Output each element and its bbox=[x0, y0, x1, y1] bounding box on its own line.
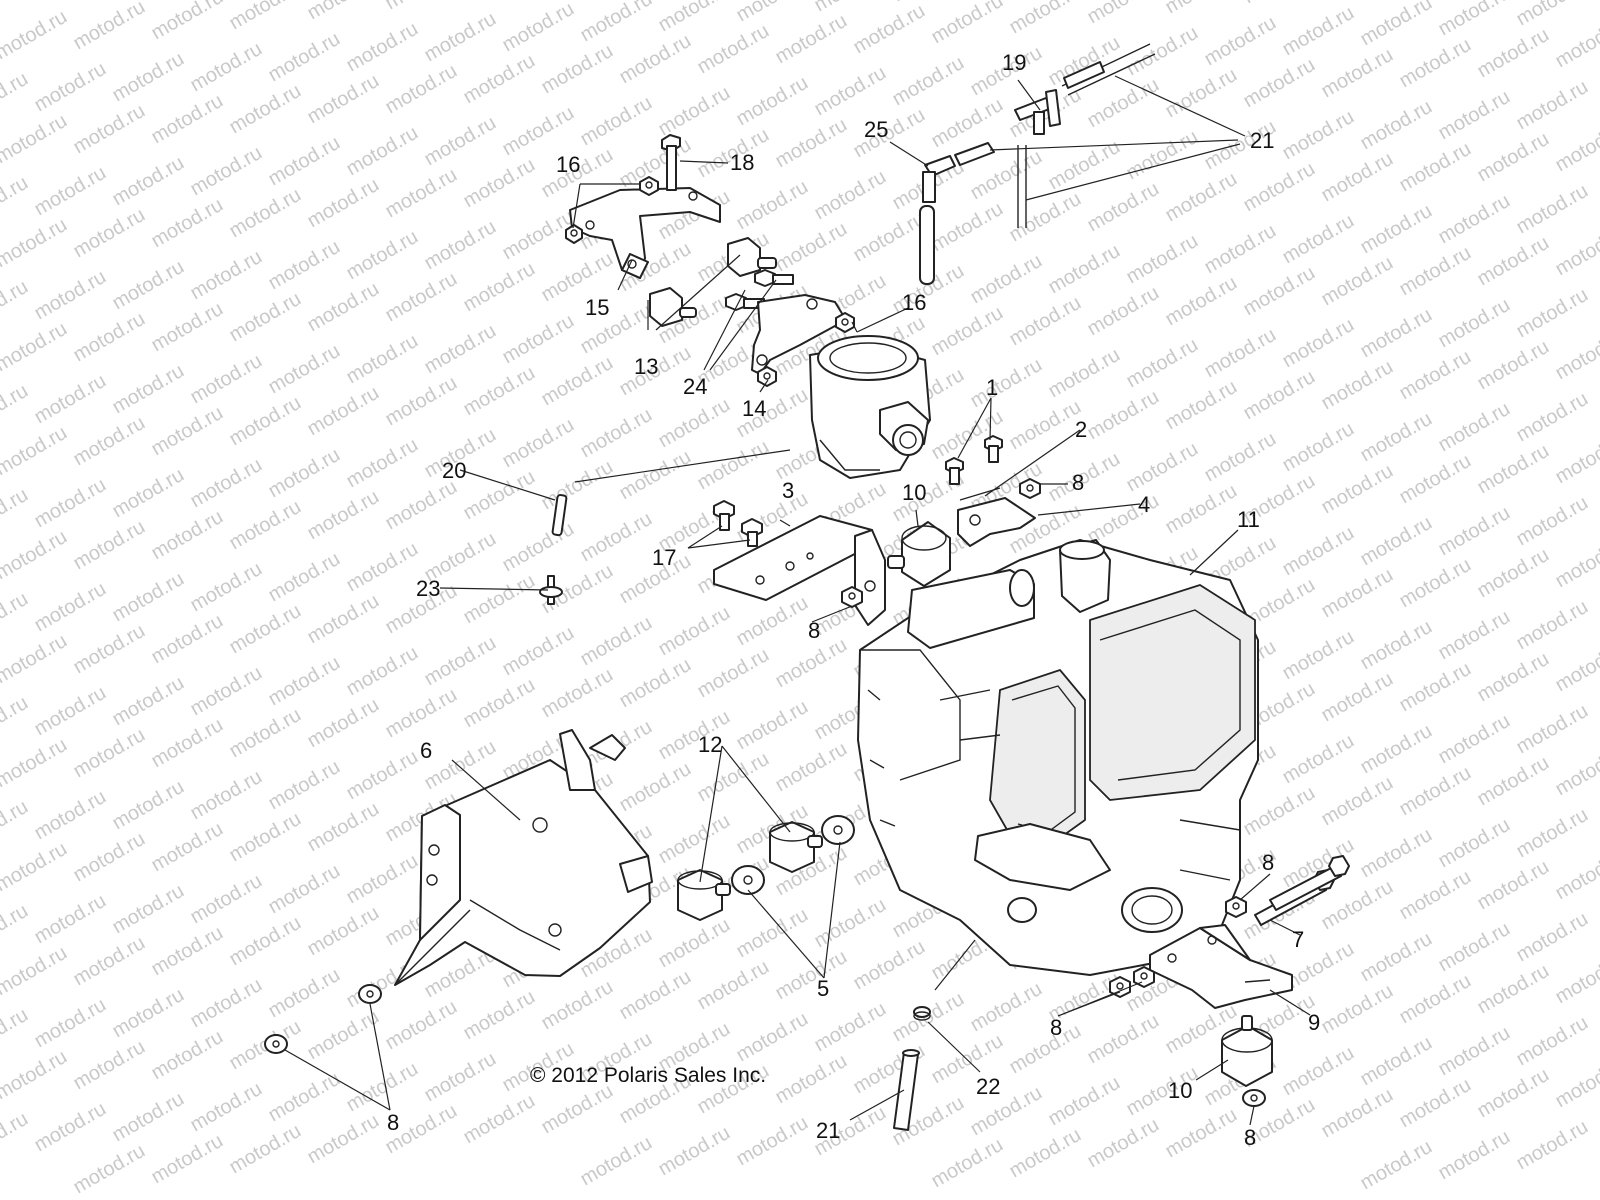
callout-23: 23 bbox=[416, 576, 440, 601]
hose-icon bbox=[919, 142, 995, 285]
callout-8f: 8 bbox=[387, 1110, 399, 1135]
callout-13: 13 bbox=[634, 354, 658, 379]
part-large-bracket bbox=[394, 729, 653, 986]
callout-11: 11 bbox=[1237, 507, 1260, 532]
callout-10a: 10 bbox=[902, 480, 926, 505]
mount-icon-10a bbox=[887, 521, 951, 587]
copyright-text: © 2012 Polaris Sales Inc. bbox=[530, 1064, 766, 1087]
callout-18: 18 bbox=[730, 150, 754, 175]
bushing-icon-13a bbox=[727, 237, 777, 277]
callout-10b: 10 bbox=[1168, 1078, 1192, 1103]
hose-line-21-top bbox=[1017, 43, 1156, 228]
parts-drawing bbox=[264, 43, 1350, 1131]
mount-icon-12b bbox=[769, 821, 823, 873]
bolt-icon-17b bbox=[741, 518, 763, 547]
bolt-icon-1b bbox=[984, 435, 1003, 463]
callout-25: 25 bbox=[864, 117, 888, 142]
callout-15: 15 bbox=[585, 295, 609, 320]
callout-16b: 16 bbox=[902, 290, 926, 315]
part-small-bracket bbox=[957, 497, 1036, 547]
callout-labels: 1 2 3 4 5 6 7 8 8 8 8 8 8 9 10 10 11 12 … bbox=[387, 50, 1320, 1150]
nut-icon-16a bbox=[639, 176, 659, 196]
callout-9: 9 bbox=[1308, 1010, 1320, 1035]
nut-icon-8g bbox=[1133, 966, 1155, 988]
nut-icon-8b bbox=[841, 586, 863, 608]
mount-icon-12a bbox=[677, 869, 731, 921]
fitting-elbow-25 bbox=[922, 155, 956, 203]
nut-icon-8a bbox=[1019, 478, 1041, 499]
callout-21b: 21 bbox=[816, 1118, 840, 1143]
callout-8e: 8 bbox=[1244, 1125, 1256, 1150]
washer-icon-8h bbox=[1242, 1089, 1266, 1107]
fitting-tee-19 bbox=[1014, 89, 1061, 135]
callout-14: 14 bbox=[742, 396, 766, 421]
washer-icon-5a bbox=[731, 865, 765, 895]
callout-8b: 8 bbox=[808, 618, 820, 643]
callout-4: 4 bbox=[1138, 492, 1150, 517]
washer-icon-5b bbox=[821, 815, 855, 845]
callout-24: 24 bbox=[683, 374, 707, 399]
bolt-icon-1a bbox=[945, 457, 964, 485]
washer-icon-8d bbox=[264, 1034, 288, 1054]
callout-8c: 8 bbox=[1262, 850, 1274, 875]
bushing-icon-13b bbox=[649, 287, 697, 327]
nut-icon-8f bbox=[1109, 976, 1131, 998]
callout-21a: 21 bbox=[1250, 128, 1274, 153]
mount-icon-10b bbox=[1221, 1015, 1273, 1087]
bolt-icon-18 bbox=[661, 134, 681, 191]
callout-12: 12 bbox=[698, 732, 722, 757]
nut-icon-16c bbox=[835, 312, 855, 333]
callout-17: 17 bbox=[652, 545, 676, 570]
callout-5: 5 bbox=[817, 976, 829, 1001]
callout-22: 22 bbox=[976, 1074, 1000, 1099]
part-lower-bracket bbox=[1149, 924, 1293, 1009]
bolt-icon-7b bbox=[1269, 855, 1350, 911]
leader-lines bbox=[284, 75, 1311, 1126]
part-throttle-body bbox=[809, 335, 931, 479]
part-engine bbox=[857, 539, 1259, 976]
washer-icon-8c bbox=[358, 984, 382, 1004]
callout-19: 19 bbox=[1002, 50, 1026, 75]
callout-1: 1 bbox=[986, 375, 998, 400]
nut-icon-14 bbox=[757, 366, 777, 387]
callout-3: 3 bbox=[782, 478, 794, 503]
callout-8d: 8 bbox=[1050, 1015, 1062, 1040]
part-upper-bracket bbox=[569, 187, 721, 279]
callout-6: 6 bbox=[420, 738, 432, 763]
callout-16a: 16 bbox=[556, 152, 580, 177]
callout-8a: 8 bbox=[1072, 470, 1084, 495]
clamp-icon-22 bbox=[913, 1006, 931, 1021]
nut-icon-16b bbox=[565, 224, 583, 244]
nut-icon-8e bbox=[1225, 896, 1247, 918]
callout-20: 20 bbox=[442, 458, 466, 483]
bolt-icon-17a bbox=[713, 500, 735, 531]
callout-2: 2 bbox=[1075, 417, 1087, 442]
callout-7: 7 bbox=[1292, 927, 1304, 952]
hose-icon-21-lower bbox=[893, 1049, 920, 1131]
part-bracket-plate bbox=[751, 294, 847, 375]
pin-icon-20 bbox=[551, 494, 568, 537]
